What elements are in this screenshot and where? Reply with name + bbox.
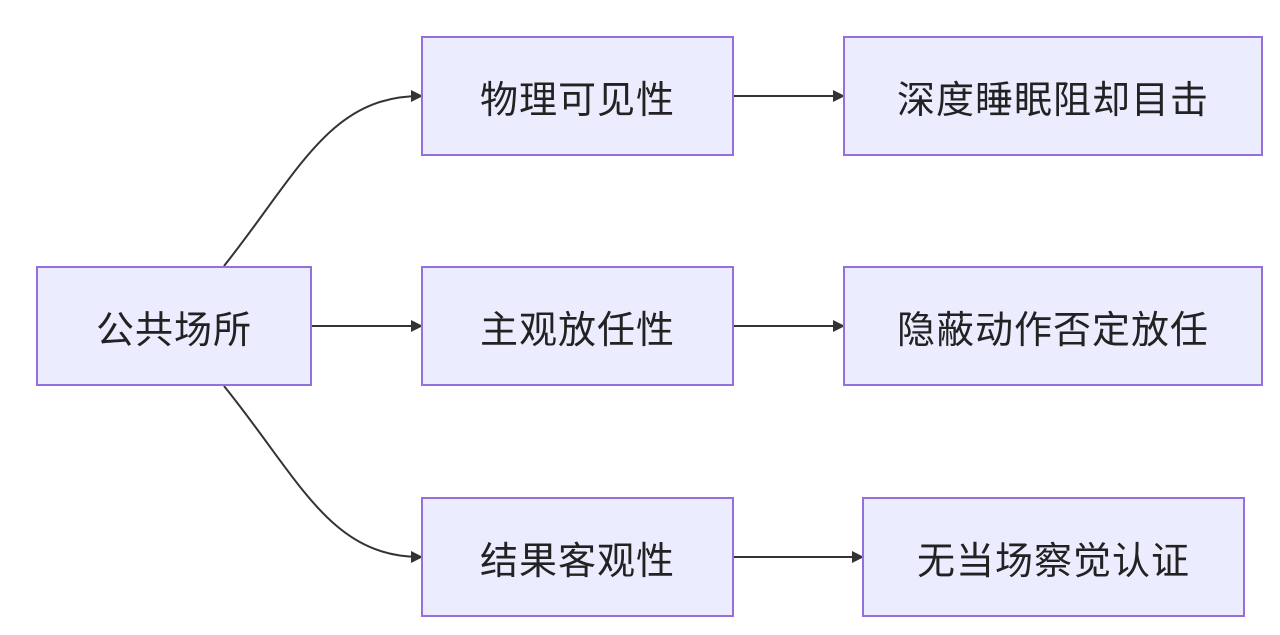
- node-result-objectivity: 结果客观性: [421, 497, 734, 617]
- node-subjective-tolerance: 主观放任性: [421, 266, 734, 386]
- node-no-on-site-detection: 无当场察觉认证: [862, 497, 1245, 617]
- node-covert-action-negates-tolerance: 隐蔽动作否定放任: [843, 266, 1263, 386]
- node-public-place: 公共场所: [36, 266, 312, 386]
- node-deep-sleep-blocks-witness: 深度睡眠阻却目击: [843, 36, 1263, 156]
- edge-root-to-physical-visibility: [223, 90, 423, 267]
- node-physical-visibility: 物理可见性: [421, 36, 734, 156]
- edge-root-to-result-objectivity: [223, 385, 423, 563]
